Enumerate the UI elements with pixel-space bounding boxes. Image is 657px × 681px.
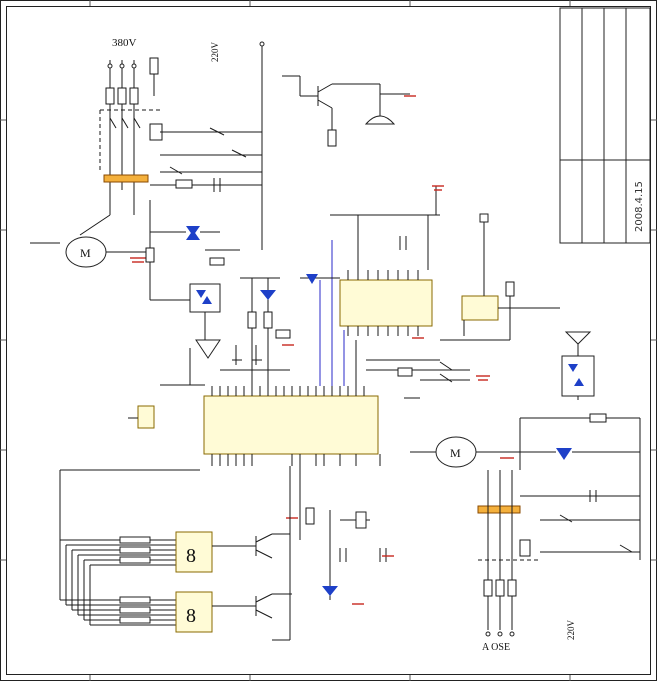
sensor-block — [128, 405, 155, 429]
triac-driver-2 — [519, 331, 641, 560]
motor-2: M — [410, 436, 520, 468]
three-phase-output: A OSE 220V — [477, 470, 640, 653]
motor-1-glyph: M — [80, 246, 91, 260]
relay-highlight-right — [477, 505, 521, 514]
input-conditioning — [220, 277, 291, 398]
motor-2-glyph: M — [450, 446, 461, 460]
triac-driver-1 — [145, 200, 240, 386]
voltage-380-label: 380V — [112, 37, 137, 49]
title-block: 2008.4.15 — [559, 7, 651, 244]
seven-seg-display-2 — [175, 591, 213, 633]
aux-inputs — [380, 361, 470, 399]
ground-symbols — [282, 185, 490, 381]
seven-seg-digit-1: 8 — [186, 545, 196, 567]
ic-upper-middle — [300, 186, 440, 336]
seven-seg-display-1 — [175, 531, 213, 573]
seven-seg-digit-2: 8 — [186, 605, 196, 627]
voltage-220-bottom-label: 220V — [566, 620, 576, 641]
motor-1: M — [30, 236, 150, 268]
title-date: 2008.4.15 — [634, 181, 645, 232]
main-mcu — [203, 240, 440, 466]
voltage-220-top-label: 220V — [210, 42, 220, 63]
buzzer-driver — [282, 75, 416, 147]
inner-frame — [6, 6, 651, 675]
three-phase-input: 380V — [79, 37, 163, 236]
bottom-voltage-label: A OSE — [482, 642, 510, 653]
oscillator — [286, 466, 394, 605]
relay-highlight-left — [103, 174, 149, 183]
control-220v: 220V — [150, 41, 265, 250]
ic-right-small — [440, 213, 560, 341]
display-bank: 8 8 — [59, 466, 292, 641]
